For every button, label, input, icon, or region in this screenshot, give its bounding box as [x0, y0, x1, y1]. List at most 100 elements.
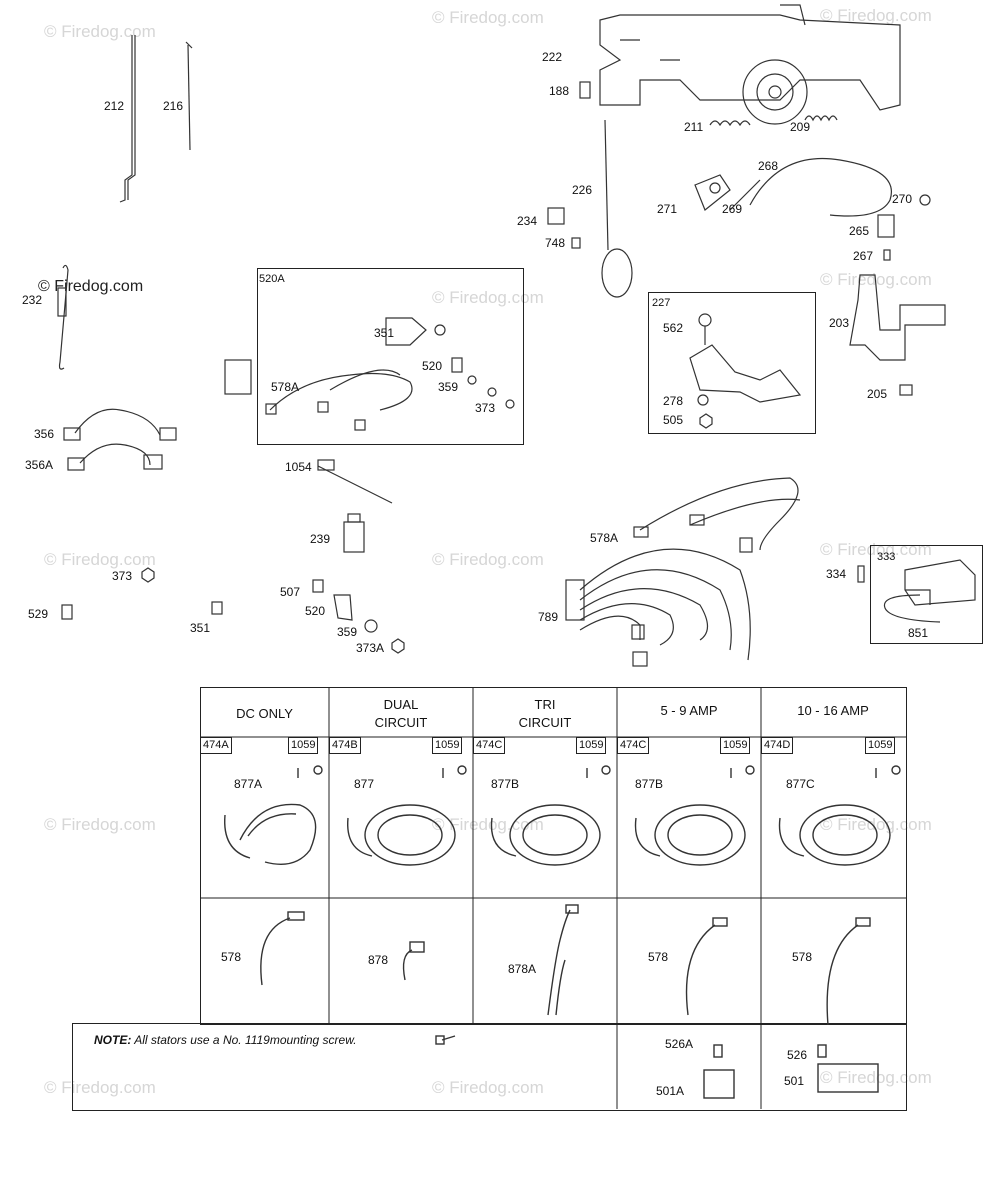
stator-part-label: 877C [786, 777, 815, 791]
part-label: 578A [271, 380, 300, 394]
part-label: 1054 [285, 460, 312, 474]
lead-part-label: 578 [648, 950, 669, 964]
column-header-tri-circuit: TRI CIRCUIT [473, 696, 617, 732]
note-box [72, 1023, 907, 1111]
lead-part-label: 578 [792, 950, 813, 964]
assembly-box-333 [870, 545, 983, 644]
header-line: 5 - 9 AMP [660, 703, 718, 718]
part-label: 359 [438, 380, 459, 394]
stator-tag: 474C [617, 737, 650, 754]
part-label: 267 [853, 249, 874, 263]
header-line: DC ONLY [236, 706, 293, 721]
stator-tag: 474C [473, 737, 506, 754]
stator-tag: 474A [200, 737, 232, 754]
part-label: 278 [663, 394, 684, 408]
watermark: © Firedog.com [432, 1078, 544, 1097]
part-label: 356 [34, 427, 55, 441]
part-label: 562 [663, 321, 684, 335]
part-label: 234 [517, 214, 538, 228]
parts-illustration [57, 4, 976, 667]
part-label: 351 [190, 621, 211, 635]
stator-note: NOTE: All stators use a No. 1119mounting… [94, 1033, 357, 1047]
part-label: 520 [422, 359, 443, 373]
column-header-5-9-amp: 5 - 9 AMP [617, 702, 761, 720]
part-label: 529 [28, 607, 49, 621]
header-line: CIRCUIT [518, 715, 572, 730]
part-label: 851 [908, 626, 929, 640]
part-label: 212 [104, 99, 125, 113]
watermark: © Firedog.com [432, 550, 544, 569]
regulator-part-label: 501 [784, 1074, 805, 1088]
watermark: © Firedog.com [44, 550, 156, 569]
screw-tag: 1059 [865, 737, 896, 754]
lead-part-label: 578 [221, 950, 242, 964]
watermark: © Firedog.com [820, 540, 932, 559]
regulator-part-label: 526 [787, 1048, 808, 1062]
part-label: 359 [337, 625, 358, 639]
lead-part-label: 878A [508, 962, 537, 976]
part-label: 373 [475, 401, 496, 415]
stator-part-label: 877B [491, 777, 520, 791]
assembly-box-227 [648, 292, 816, 434]
part-label: 271 [657, 202, 678, 216]
part-label: 226 [572, 183, 593, 197]
column-header-dc-only: DC ONLY [200, 705, 329, 723]
watermark: © Firedog.com [820, 815, 932, 834]
part-label: 265 [849, 224, 870, 238]
part-label: 748 [545, 236, 566, 250]
part-label: 270 [892, 192, 913, 206]
column-header-10-16-amp: 10 - 16 AMP [761, 702, 905, 720]
part-label: 268 [758, 159, 779, 173]
part-label: 789 [538, 610, 559, 624]
note-text: All stators use a No. 1119mounting screw… [131, 1033, 357, 1047]
part-label: 203 [829, 316, 850, 330]
part-label: 232 [22, 293, 43, 307]
watermark: © Firedog.com [432, 8, 544, 27]
header-line: DUAL [383, 697, 419, 712]
watermark: © Firedog.com [820, 1068, 932, 1087]
header-line: CIRCUIT [374, 715, 428, 730]
header-line: 10 - 16 AMP [797, 703, 869, 718]
watermark: © Firedog.com [44, 22, 156, 41]
part-label: 239 [310, 532, 331, 546]
screw-tag: 1059 [576, 737, 607, 754]
part-label: 205 [867, 387, 888, 401]
part-label: 334 [826, 567, 847, 581]
box-tag: 227 [652, 297, 671, 309]
stator-tag: 474B [329, 737, 361, 754]
part-label: 373 [112, 569, 133, 583]
screw-tag: 1059 [432, 737, 463, 754]
watermark: © Firedog.com [44, 1078, 156, 1097]
part-label: 222 [542, 50, 563, 64]
stator-part-label: 877A [234, 777, 263, 791]
part-label: 356A [25, 458, 54, 472]
stator-table [200, 687, 907, 1025]
screw-tag: 1059 [720, 737, 751, 754]
stator-part-label: 877 [354, 777, 375, 791]
part-label: 188 [549, 84, 570, 98]
watermark: © Firedog.com [820, 6, 932, 25]
header-line: TRI [534, 697, 556, 712]
watermark: © Firedog.com [432, 288, 544, 307]
watermark: © Firedog.com [44, 815, 156, 834]
assembly-box-520a [257, 268, 524, 445]
part-label: 505 [663, 413, 684, 427]
part-label: 211 [684, 120, 704, 134]
regulator-part-label: 526A [665, 1037, 694, 1051]
stator-part-label: 877B [635, 777, 664, 791]
note-prefix: NOTE: [94, 1033, 132, 1047]
part-label: 520 [305, 604, 326, 618]
screw-tag: 1059 [288, 737, 319, 754]
lead-part-label: 878 [368, 953, 389, 967]
box-tag: 520A [259, 273, 285, 285]
part-label: 373A [356, 641, 385, 655]
part-label: 578A [590, 531, 619, 545]
stator-tag: 474D [761, 737, 794, 754]
watermark: © Firedog.com [38, 278, 144, 295]
part-label: 269 [722, 202, 743, 216]
part-label: 507 [280, 585, 301, 599]
part-label: 209 [790, 120, 811, 134]
part-label: 351 [374, 326, 395, 340]
part-label: 216 [163, 99, 184, 113]
